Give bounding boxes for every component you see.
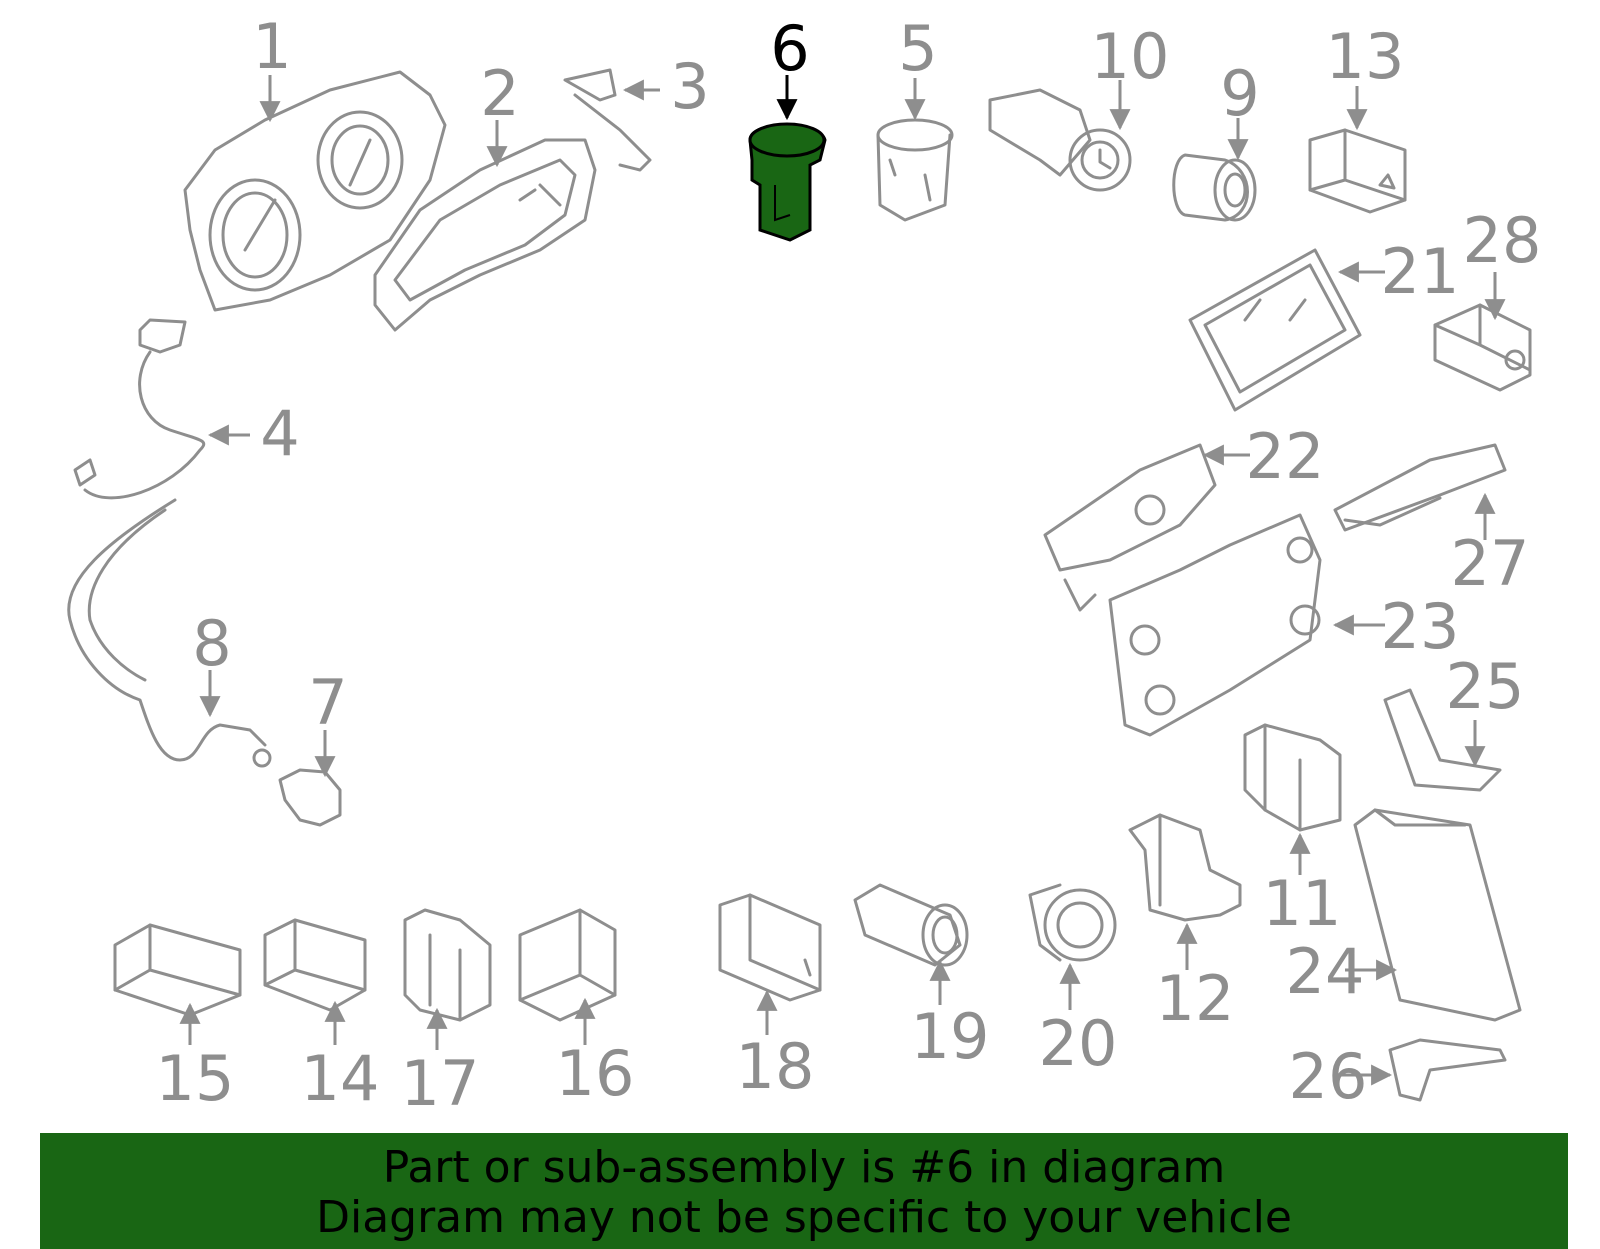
part-6-highlighted[interactable] <box>748 122 827 242</box>
part-1-instrument-cluster[interactable] <box>183 70 447 312</box>
part-25-bracket[interactable] <box>1383 688 1502 792</box>
callout-15: 15 <box>156 1042 235 1115</box>
part-14-switch[interactable] <box>263 918 367 1012</box>
callout-25: 25 <box>1446 650 1525 723</box>
banner-line-2: Diagram may not be specific to your vehi… <box>316 1192 1292 1243</box>
callout-28: 28 <box>1463 204 1542 277</box>
callout-17: 17 <box>401 1047 480 1120</box>
callout-labels: 1 2 3 4 5 6 7 8 9 10 11 12 13 14 15 16 1… <box>156 10 1542 1120</box>
part-19-lighter[interactable] <box>853 883 969 967</box>
callout-27: 27 <box>1451 527 1530 600</box>
callout-10: 10 <box>1091 20 1170 93</box>
callout-9: 9 <box>1220 57 1259 130</box>
part-16-switch[interactable] <box>518 908 617 1022</box>
callout-20: 20 <box>1039 1007 1118 1080</box>
callout-23: 23 <box>1381 590 1460 663</box>
part-8-hose[interactable] <box>67 498 272 768</box>
callout-2: 2 <box>480 57 519 130</box>
callout-22: 22 <box>1246 420 1325 493</box>
part-22-bezel[interactable] <box>1043 443 1217 612</box>
part-5-socket[interactable] <box>876 118 954 222</box>
callout-26: 26 <box>1289 1040 1368 1113</box>
part-7-sensor[interactable] <box>278 768 342 827</box>
part-27-module[interactable] <box>1333 443 1507 532</box>
callout-4: 4 <box>260 397 299 470</box>
callout-14: 14 <box>301 1042 380 1115</box>
parts-diagram: 1 2 3 4 5 6 7 8 9 10 11 12 13 14 15 16 1… <box>67 10 1542 1120</box>
callout-16: 16 <box>556 1037 635 1110</box>
part-4-wiring-harness[interactable] <box>73 318 206 500</box>
part-3-clip[interactable] <box>563 68 652 172</box>
part-23-control-panel[interactable] <box>1108 513 1322 737</box>
part-10-ignition-switch[interactable] <box>988 88 1132 192</box>
part-11-relay[interactable] <box>1243 723 1342 832</box>
callout-6: 6 <box>770 12 809 85</box>
part-21-display-screen[interactable] <box>1188 248 1362 412</box>
part-24-module-box[interactable] <box>1353 808 1522 1022</box>
part-15-switch[interactable] <box>113 923 242 1017</box>
callout-12: 12 <box>1156 962 1235 1035</box>
callout-24: 24 <box>1286 935 1365 1008</box>
part-18-switch[interactable] <box>718 893 822 1002</box>
part-12-housing[interactable] <box>1128 813 1242 922</box>
callout-3: 3 <box>670 50 709 123</box>
part-9-knob[interactable] <box>1172 153 1257 222</box>
part-13-switch[interactable] <box>1308 128 1407 214</box>
callout-13: 13 <box>1326 20 1405 93</box>
info-banner: Part or sub-assembly is #6 in diagram Di… <box>40 1133 1568 1249</box>
callout-21: 21 <box>1381 235 1460 308</box>
part-28-module[interactable] <box>1433 303 1532 392</box>
callout-18: 18 <box>736 1030 815 1103</box>
callout-5: 5 <box>898 12 937 85</box>
banner-line-1: Part or sub-assembly is #6 in diagram <box>382 1142 1226 1193</box>
callout-8: 8 <box>192 607 231 680</box>
callout-7: 7 <box>308 666 347 739</box>
part-2-cluster-lens[interactable] <box>373 138 597 332</box>
callout-11: 11 <box>1263 867 1342 940</box>
callout-1: 1 <box>252 10 291 83</box>
callout-19: 19 <box>911 1000 990 1073</box>
part-20-socket[interactable] <box>1028 883 1117 962</box>
part-17-switch[interactable] <box>403 908 492 1022</box>
part-26-bracket[interactable] <box>1388 1038 1507 1102</box>
leader-arrows <box>179 75 1506 1086</box>
